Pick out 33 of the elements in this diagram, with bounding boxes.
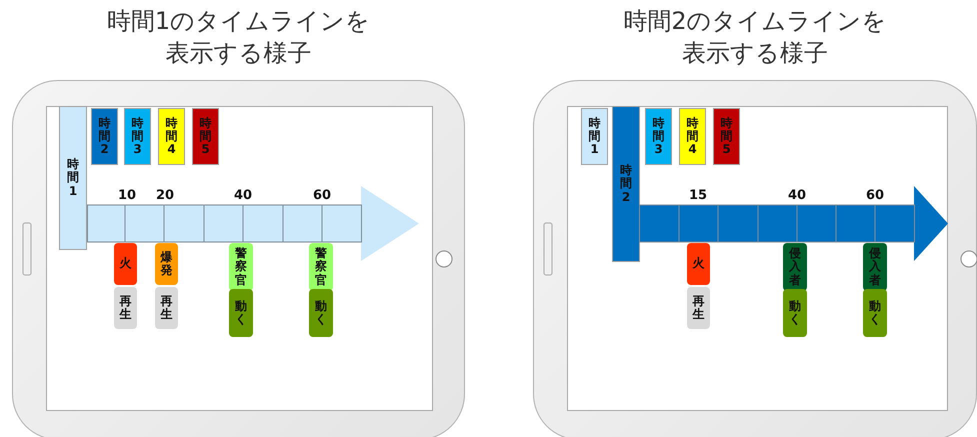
event-tag: 再生 <box>114 287 137 329</box>
event-tag: 警察官 <box>309 243 333 291</box>
event-tag: 火 <box>114 243 137 285</box>
time-tab: 時間5 <box>713 108 740 165</box>
time-tab: 時間3 <box>124 108 151 165</box>
time-tick-label: 15 <box>688 189 708 203</box>
event-tag: 火 <box>687 243 710 285</box>
time-tick-label: 40 <box>788 189 806 203</box>
event-tag: 動く <box>229 289 253 337</box>
event-tag: 動く <box>863 289 887 337</box>
time-tick-label: 10 <box>118 189 136 203</box>
time-tick-label: 60 <box>866 189 884 203</box>
event-tag: 動く <box>309 289 333 337</box>
time-tick-label: 60 <box>312 189 332 203</box>
time-tab: 時間2 <box>91 108 118 165</box>
event-tag: 再生 <box>687 287 710 329</box>
event-tag: 再生 <box>155 287 178 329</box>
time-tab: 時間4 <box>158 108 185 165</box>
heading: 時間1のタイムラインを表示する様子 <box>106 6 372 69</box>
time-tab: 時間1 <box>59 106 87 250</box>
time-tab: 時間2 <box>612 106 640 262</box>
event-tag: 警察官 <box>229 243 253 291</box>
event-tag: 爆発 <box>155 243 178 285</box>
event-tag: 動く <box>783 289 807 337</box>
time-tab: 時間4 <box>679 108 706 165</box>
time-tick-label: 20 <box>156 189 174 203</box>
time-tab: 時間5 <box>192 108 219 165</box>
time-tab: 時間1 <box>581 108 608 165</box>
event-tag: 侵入者 <box>783 243 807 291</box>
heading: 時間2のタイムラインを表示する様子 <box>622 6 888 69</box>
time-tab: 時間3 <box>645 108 672 165</box>
time-tick-label: 40 <box>234 189 252 203</box>
event-tag: 侵入者 <box>863 243 887 291</box>
